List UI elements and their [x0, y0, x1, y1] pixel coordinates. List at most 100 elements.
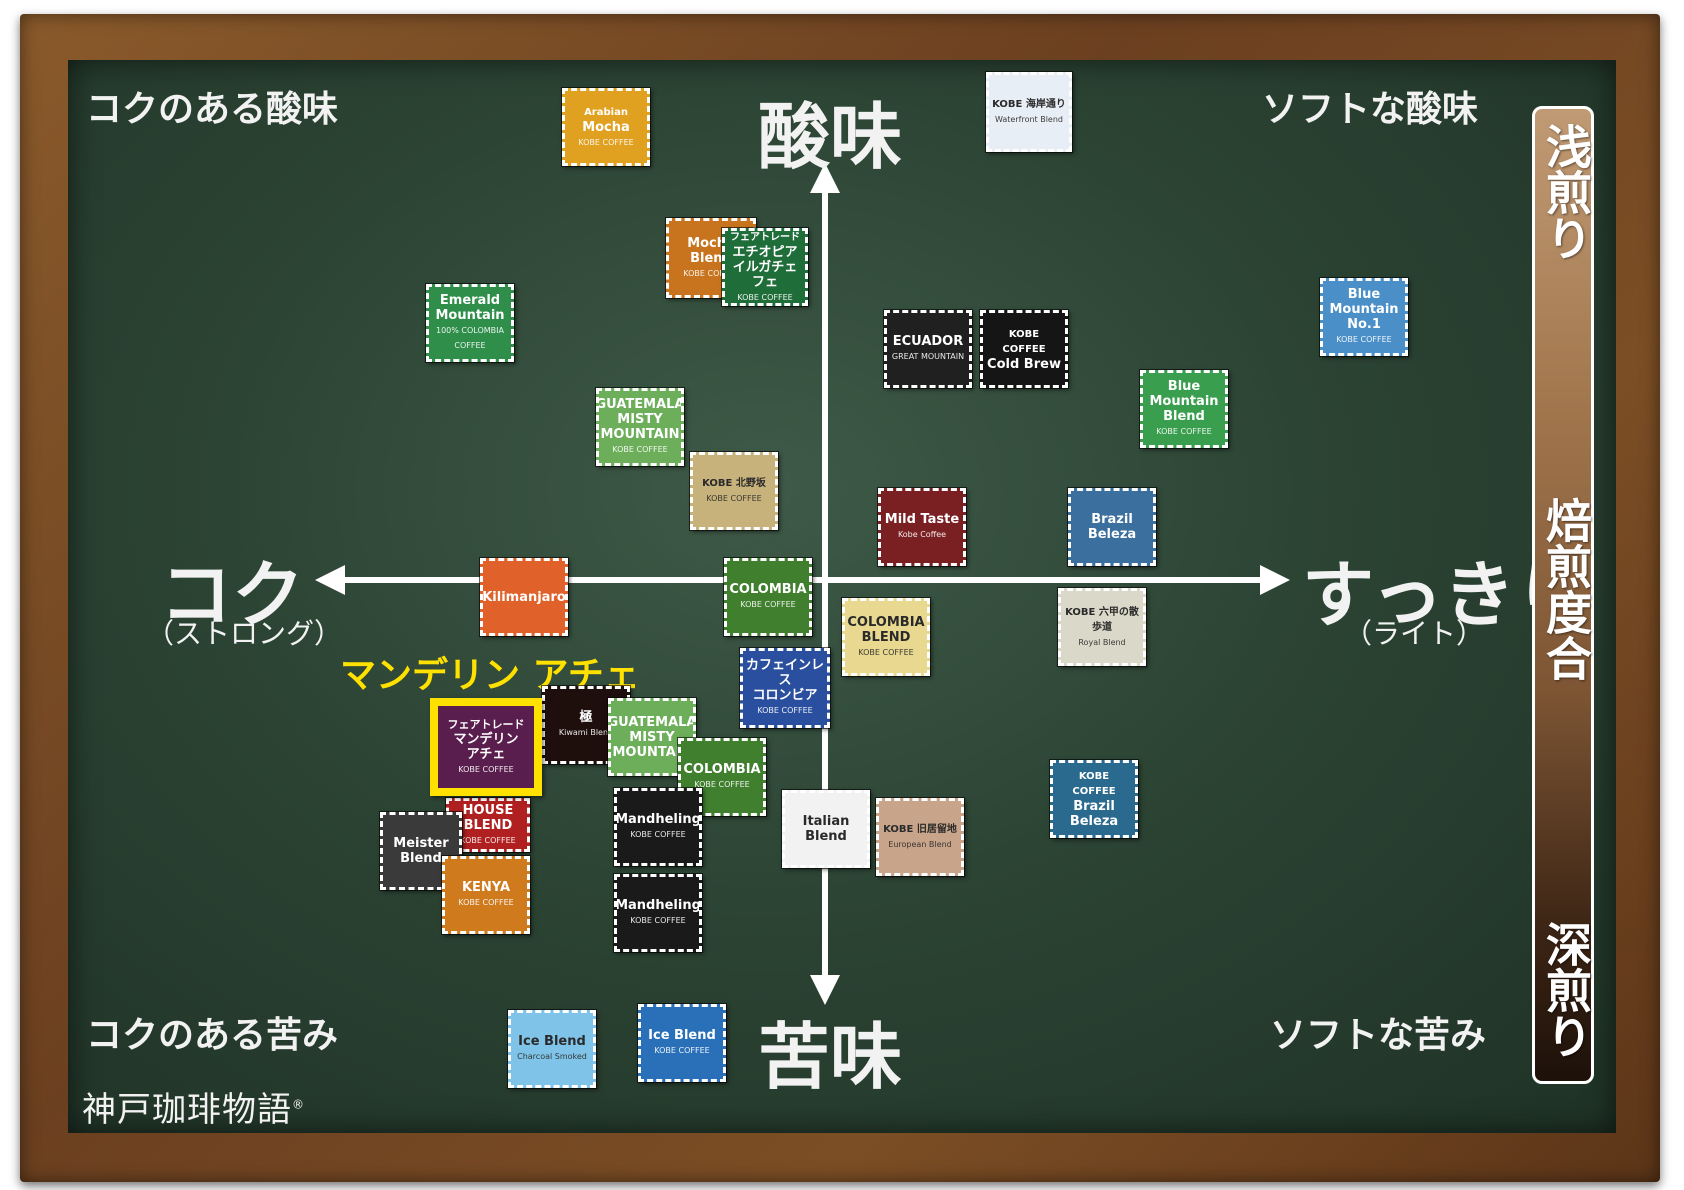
product-name: Mandheling — [615, 812, 701, 827]
product-name: Meister Blend — [393, 836, 449, 866]
product-name: Kilimanjaro — [482, 589, 566, 605]
product-name: GUATEMALA MISTY MOUNTAIN — [596, 397, 684, 442]
fairtrade-label: フェアトレード — [447, 718, 525, 731]
product-colombia[interactable]: COLOMBIA KOBE COFFEE — [723, 557, 813, 637]
product-name: Cold Brew — [987, 356, 1061, 372]
product-name: Emerald Mountain — [435, 293, 505, 323]
axis-sublabel-light: （ライト） — [1344, 617, 1485, 650]
product-sub-label: KOBE COFFEE — [706, 494, 762, 503]
product-sub-label: Kiwami Blend — [558, 728, 614, 737]
product-sub-label: KOBE COFFEE — [757, 706, 813, 715]
product-name: Ice Blend — [518, 1034, 586, 1049]
product-meister-blend[interactable]: Meister Blend — [379, 811, 463, 891]
product-sub-label: KOBE COFFEE — [694, 780, 750, 789]
product-sub-label: KOBE COFFEE — [654, 1046, 710, 1055]
chalkboard — [68, 60, 1616, 1133]
product-top-label: フェアトレード — [730, 231, 800, 243]
product-name: カフェインレス コロンビア — [746, 658, 825, 703]
product-top-label: KOBE COFFEE — [1002, 328, 1046, 355]
product-decaf[interactable]: カフェインレス コロンビア KOBE COFFEE — [739, 647, 831, 729]
product-name: Ice Blend — [648, 1028, 716, 1043]
product-name: エチオピア イルガチェフェ — [732, 244, 798, 290]
axis-label-koku: コク — [160, 553, 305, 637]
product-top-label: KOBE 北野坂 — [702, 478, 766, 489]
product-name: Brazil Beleza — [1069, 799, 1119, 829]
product-sub-label: KOBE COFFEE — [1156, 427, 1212, 436]
corner-bottom-left: コクのある苦み — [86, 1015, 339, 1056]
product-sub-label: European Blend — [888, 840, 952, 849]
product-name: COLOMBIA BLEND — [847, 614, 925, 645]
roast-degree-label: 焙煎度合 — [1539, 497, 1593, 681]
product-sub-label: Charcoal Smoked — [517, 1052, 587, 1061]
product-name: COLOMBIA — [683, 762, 761, 777]
product-kaiganndori[interactable]: KOBE 海岸通り Waterfront Blend — [985, 71, 1073, 153]
corner-top-left: コクのある酸味 — [86, 89, 339, 130]
product-name: Blue Mountain Blend — [1149, 379, 1219, 424]
product-name: マンデリン アチェ — [453, 732, 519, 762]
product-sub-label: 100% COLOMBIA COFFEE — [436, 326, 504, 350]
product-top-label: KOBE 海岸通り — [992, 99, 1066, 110]
product-rokko[interactable]: KOBE 六甲の散歩道 Royal Blend — [1057, 587, 1147, 667]
product-name: Italian Blend — [802, 814, 850, 844]
product-sub-label: KOBE COFFEE — [740, 600, 796, 609]
product-sub-label: KOBE COFFEE — [858, 647, 914, 657]
brand-logo-text: 神戸珈琲物語 — [82, 1090, 292, 1130]
product-sub-label: KOBE COFFEE — [612, 445, 668, 454]
product-kenya[interactable]: KENYA KOBE COFFEE — [441, 855, 531, 935]
product-name: KENYA — [461, 880, 511, 895]
product-name: 極 — [579, 710, 593, 725]
product-mandheling-aceh[interactable]: フェアトレード マンデリン アチェ KOBE COFFEE — [430, 698, 542, 796]
product-name: Brazil Beleza — [1087, 512, 1137, 542]
product-sub-label: KOBE COFFEE — [458, 898, 514, 907]
brand-label: KOBE COFFEE — [458, 765, 514, 774]
product-sub-label: KOBE COFFEE — [1336, 335, 1392, 344]
corner-top-right: ソフトな酸味 — [1262, 89, 1479, 130]
product-sub-label: GREAT MOUNTAIN — [891, 352, 965, 361]
product-sub-label: Royal Blend — [1078, 637, 1126, 647]
product-ecuador[interactable]: ECUADOR GREAT MOUNTAIN — [883, 309, 973, 389]
product-sub-label: KOBE COFFEE — [630, 916, 686, 925]
product-brazil-beleza[interactable]: Brazil Beleza — [1067, 487, 1157, 567]
roast-light-label: 浅煎り — [1539, 123, 1593, 261]
product-kilimanjaro[interactable]: Kilimanjaro — [479, 557, 569, 637]
product-ijinkan[interactable]: KOBE 旧居留地 European Blend — [875, 797, 965, 877]
product-top-label: KOBE 六甲の散歩道 — [1065, 606, 1139, 633]
product-name: COLOMBIA — [729, 582, 807, 597]
product-sub-label: KOBE COFFEE — [737, 292, 793, 302]
corner-bottom-right: ソフトな苦み — [1270, 1015, 1487, 1056]
product-name: Mild Taste — [884, 512, 960, 527]
product-kitano[interactable]: KOBE 北野坂 KOBE COFFEE — [689, 451, 779, 531]
product-emerald-mountain[interactable]: Emerald Mountain 100% COLOMBIA COFFEE — [425, 283, 515, 363]
roast-dark-label: 深煎り — [1539, 921, 1593, 1059]
product-name: Blue Mountain No.1 — [1329, 287, 1399, 332]
product-top-label: Arabian — [584, 106, 628, 118]
axis-label-acidity: 酸味 — [758, 95, 903, 179]
axis-sublabel-strong: （ストロング） — [146, 617, 343, 650]
registered-mark: ® — [292, 1097, 305, 1112]
product-name: ECUADOR — [892, 334, 964, 349]
product-name: GUATEMALA MISTY MOUNTAIN — [608, 714, 696, 760]
product-name: HOUSE BLEND — [462, 802, 514, 833]
axis-label-bitterness: 苦味 — [758, 1015, 903, 1099]
product-sub-label: KOBE COFFEE — [630, 830, 686, 839]
product-ethiopia[interactable]: フェアトレードエチオピア イルガチェフェ KOBE COFFEE — [721, 227, 809, 307]
product-top-label: KOBE COFFEE — [1072, 771, 1116, 797]
roast-level-bar: 浅煎り 焙煎度合 深煎り — [1532, 106, 1594, 1084]
product-italian-blend[interactable]: Italian Blend — [781, 789, 871, 869]
product-top-label: KOBE 旧居留地 — [883, 824, 957, 835]
product-sub-label: Waterfront Blend — [994, 115, 1063, 124]
product-sub-label: KOBE COFFEE — [460, 835, 516, 845]
product-guatemala-misty[interactable]: GUATEMALA MISTY MOUNTAIN KOBE COFFEE — [595, 387, 685, 467]
product-sub-label: KOBE COFFEE — [578, 137, 634, 147]
product-colombia-blend[interactable]: COLOMBIA BLEND KOBE COFFEE — [841, 597, 931, 677]
